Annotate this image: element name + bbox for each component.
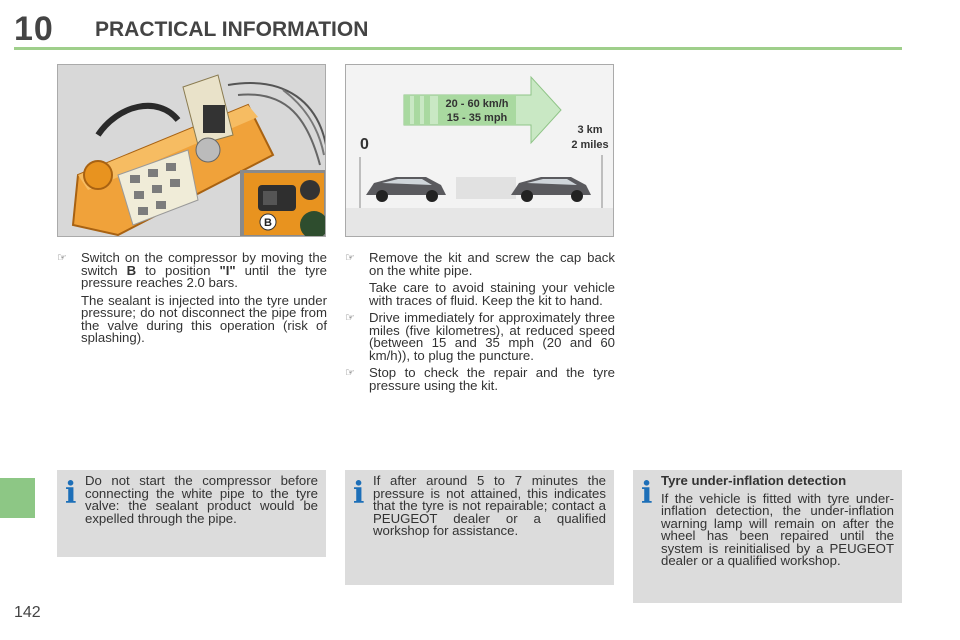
header-rule	[14, 47, 902, 50]
right-instructions: ☞ Remove the kit and screw the cap back …	[345, 250, 615, 397]
pointing-hand-icon: ☞	[345, 252, 355, 264]
instruction-text: Remove the kit and screw the cap back on…	[369, 250, 615, 278]
start-marker: 0	[360, 136, 369, 153]
distance-miles: 2 miles	[571, 139, 608, 151]
info-box-pressure: i If after around 5 to 7 minutes the pre…	[345, 470, 614, 585]
chapter-title: PRACTICAL INFORMATION	[95, 18, 369, 41]
instruction-stop-check: ☞ Stop to check the repair and the tyre …	[345, 365, 615, 393]
speed-mph: 15 - 35 mph	[447, 112, 508, 124]
instruction-switch-on: ☞ Switch on the compressor by moving the…	[57, 250, 327, 290]
driving-distance-drawing: 20 - 60 km/h 15 - 35 mph 3 km 2 miles 0	[346, 65, 613, 236]
info-icon: i	[65, 476, 77, 511]
car-moving	[511, 177, 591, 202]
driving-instruction-illustration: 20 - 60 km/h 15 - 35 mph 3 km 2 miles 0	[345, 64, 614, 237]
instruction-text: Switch on the compressor by moving the s…	[81, 250, 327, 278]
info-icon: i	[641, 476, 653, 511]
instruction-drive: ☞ Drive immediately for approximately th…	[345, 310, 615, 363]
instruction-text: to position	[136, 262, 220, 278]
compressor-kit-drawing: B	[58, 65, 325, 236]
page-number: 142	[14, 604, 41, 621]
left-instructions: ☞ Switch on the compressor by moving the…	[57, 250, 327, 350]
speed-kmh: 20 - 60 km/h	[446, 98, 509, 110]
info-text: If the vehicle is fitted with tyre under…	[661, 490, 894, 568]
info-text: If after around 5 to 7 minutes the press…	[373, 473, 606, 538]
pointing-hand-icon: ☞	[57, 252, 67, 264]
instruction-text: until the tyre pressure reaches 2.0 bars…	[81, 262, 327, 290]
instruction-text: Drive immediately for approximately thre…	[369, 310, 615, 363]
distance-km: 3 km	[577, 124, 602, 136]
chapter-side-tab	[0, 478, 35, 518]
info-text: Do not start the compressor before conne…	[85, 473, 318, 526]
instruction-text: Stop to check the repair and the tyre pr…	[369, 365, 615, 393]
instruction-remove-kit: ☞ Remove the kit and screw the cap back …	[345, 250, 615, 278]
info-icon: i	[353, 476, 365, 511]
chapter-number: 10	[14, 10, 54, 48]
info-box-tyre-detection: i Tyre under-inflation detection If the …	[633, 470, 902, 603]
switch-reference: B	[126, 262, 137, 278]
position-reference: "I"	[219, 262, 236, 278]
pointing-hand-icon: ☞	[345, 367, 355, 379]
info-box-compressor: i Do not start the compressor before con…	[57, 470, 326, 557]
car-start	[366, 177, 446, 202]
compressor-kit-illustration: B	[57, 64, 326, 237]
staining-note: Take care to avoid staining your vehicle…	[369, 280, 615, 308]
info-title: Tyre under-inflation detection	[661, 473, 847, 488]
pointing-hand-icon: ☞	[345, 312, 355, 324]
sealant-note: The sealant is injected into the tyre un…	[81, 292, 327, 345]
speed-arrow	[403, 75, 562, 145]
switch-b-label: B	[264, 217, 272, 229]
